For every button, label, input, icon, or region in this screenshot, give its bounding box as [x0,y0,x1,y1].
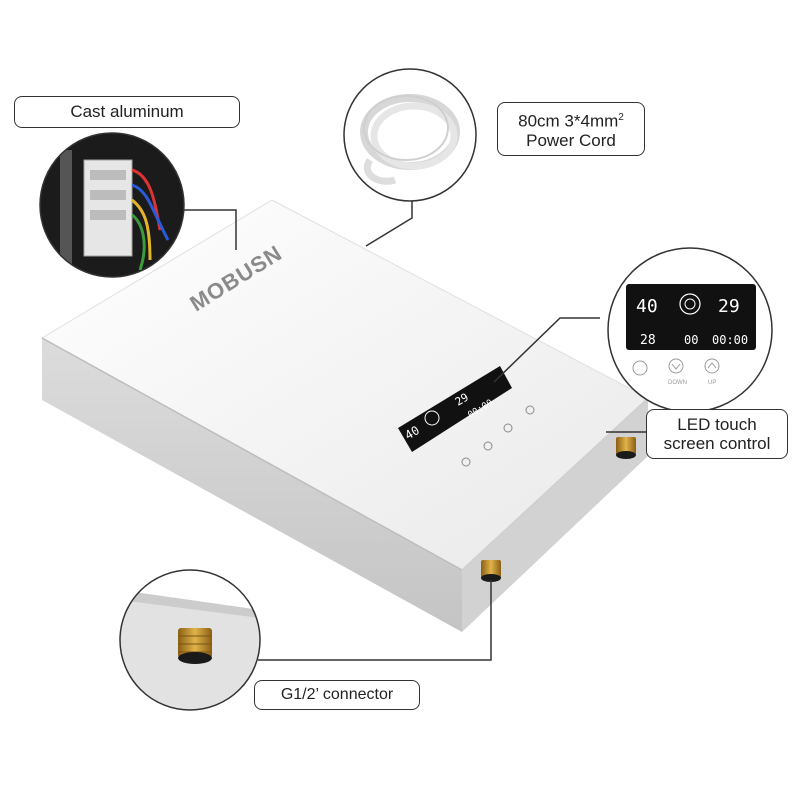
inset-cast-aluminum [39,132,185,278]
down-label: DOWN [668,380,687,386]
lcd-temp-left: 40 [636,296,658,317]
device-connector-right [616,437,636,459]
device-button-up[interactable] [503,423,513,433]
device-temp-left: 40 [402,423,422,442]
callout-power-cord-line2: Power Cord [526,130,616,150]
device-button-mode[interactable] [525,405,535,415]
leader-lines [178,200,646,661]
device-button-power[interactable] [461,457,471,467]
callout-led-touch: LED touch screen control [646,409,788,459]
device-temp-right: 29 [453,391,471,409]
up-label: UP [708,380,716,386]
callout-cast-aluminum-text: Cast aluminum [70,102,184,121]
lcd-time1: 00 [684,333,698,347]
lcd-time2: 00:00 [712,333,748,347]
lcd-temp-right: 29 [718,296,740,317]
inset-connector [119,569,261,711]
callout-led-line2: screen control [663,434,771,453]
chevron-down-icon [671,363,681,370]
lcd-button-left[interactable] [632,360,648,376]
inset-lcd-panel: 40 29 28 00 00:00 DOWN UP [607,247,773,413]
callout-connector-text: G1/2’ connector [280,686,394,703]
device-control-panel: 40 29 00:00 [398,366,535,467]
device-button-down[interactable] [483,441,493,451]
inset-power-cord [343,68,477,202]
callout-connector: G1/2’ connector [254,680,420,710]
callout-led-line1: LED touch [677,415,757,434]
up-button[interactable] [704,358,720,374]
callout-power-cord-line1: 80cm 3*4mm2 [518,111,624,131]
callout-cast-aluminum: Cast aluminum [14,96,240,128]
wave-icon [679,293,701,315]
device-connector-front [481,560,501,582]
down-button[interactable] [668,358,684,374]
lcd-temp-small: 28 [640,333,656,348]
chevron-up-icon [707,362,717,369]
water-heater [40,199,649,632]
callout-power-cord: 80cm 3*4mm2 Power Cord [497,102,645,156]
